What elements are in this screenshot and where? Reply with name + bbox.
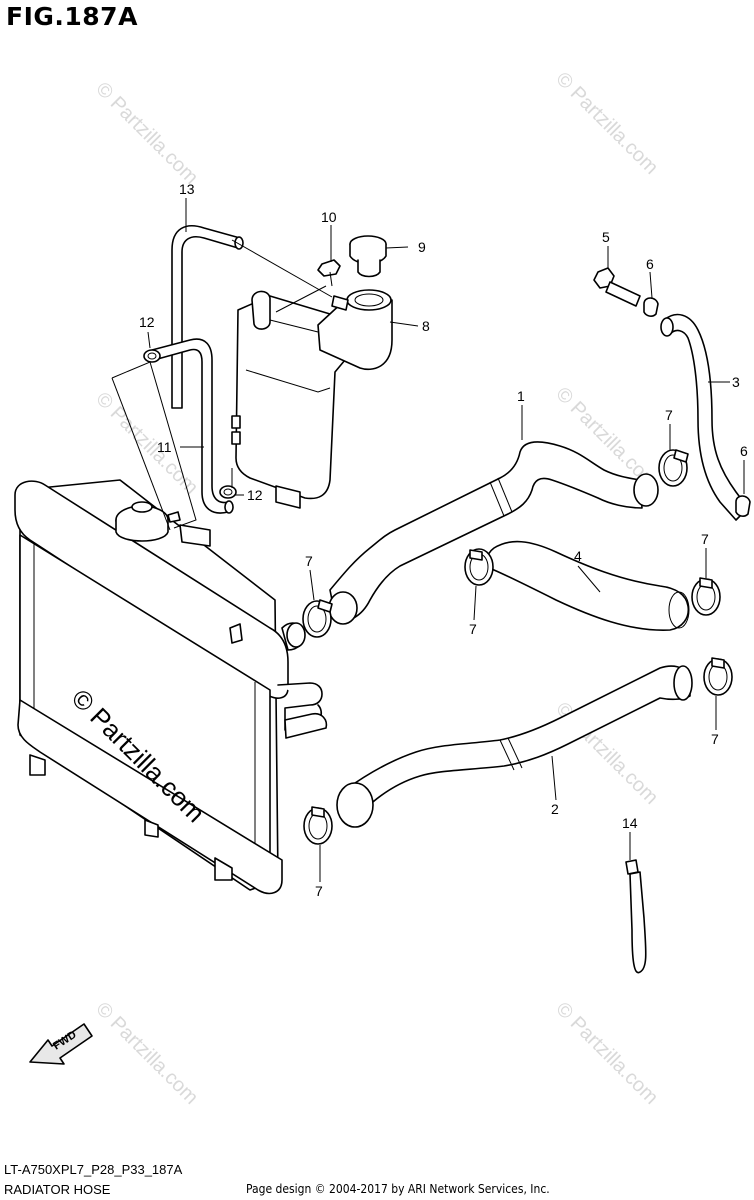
leader-lines xyxy=(111,198,745,882)
model-code: LT-A750XPL7_P28_P33_187A xyxy=(4,1162,183,1177)
hose-4 xyxy=(486,540,690,631)
clamp-6-upper xyxy=(643,297,659,317)
callout-4: 4 xyxy=(574,548,582,564)
callout-7-d: 7 xyxy=(701,531,709,547)
hose-2 xyxy=(336,665,693,828)
fwd-arrow: FWD xyxy=(29,1023,93,1065)
watermark-text: © Partzilla.com xyxy=(551,998,662,1109)
clamp-7-f xyxy=(303,806,333,845)
watermark-text: © Partzilla.com xyxy=(91,78,202,189)
radiator xyxy=(14,479,328,895)
callout-7-b: 7 xyxy=(665,407,673,423)
callout-1: 1 xyxy=(517,388,525,404)
callout-7-a: 7 xyxy=(305,553,313,569)
hose-1 xyxy=(328,441,659,625)
callout-3: 3 xyxy=(732,374,740,390)
reservoir-cap xyxy=(349,235,387,278)
callout-6-upper: 6 xyxy=(646,256,654,272)
clamp-12-lower xyxy=(219,485,237,499)
callout-14: 14 xyxy=(622,815,638,831)
clamp-7-e xyxy=(703,657,733,696)
callout-8: 8 xyxy=(422,318,430,334)
clamp-12-upper xyxy=(143,349,161,363)
clamp-7-d xyxy=(691,577,721,616)
hose-11 xyxy=(151,338,234,514)
callout-7-c: 7 xyxy=(469,621,477,637)
reservoir-tank xyxy=(231,289,393,509)
part-name: RADIATOR HOSE xyxy=(4,1182,111,1197)
callout-2: 2 xyxy=(551,801,559,817)
callout-10: 10 xyxy=(321,209,337,225)
hose-13 xyxy=(171,225,244,409)
clamp-7-b xyxy=(658,449,689,487)
watermark-text: © Partzilla.com xyxy=(551,68,662,179)
copyright-notice: Page design © 2004-2017 by ARI Network S… xyxy=(246,1182,550,1196)
clamp-7-a xyxy=(302,599,333,638)
callout-7-e: 7 xyxy=(711,731,719,747)
callout-12-lower: 12 xyxy=(247,487,263,503)
cable-tie-14 xyxy=(625,859,647,974)
clamp-7-c xyxy=(464,548,494,586)
callout-7-f: 7 xyxy=(315,883,323,899)
callout-11: 11 xyxy=(157,439,172,455)
figure-title: FIG.187A xyxy=(6,2,138,31)
fitting-5 xyxy=(593,267,641,307)
callout-9: 9 xyxy=(418,239,426,255)
callout-labels: 13 10 9 8 12 11 12 5 6 3 6 7 1 7 4 7 7 7… xyxy=(139,181,748,899)
callout-12-upper: 12 xyxy=(139,314,155,330)
callout-13: 13 xyxy=(179,181,195,197)
clamp-6-lower xyxy=(735,495,751,517)
callout-6-lower: 6 xyxy=(740,443,748,459)
bolt-10 xyxy=(317,259,341,287)
hose-3 xyxy=(660,313,749,521)
watermark-text: © Partzilla.com xyxy=(91,998,202,1109)
callout-5: 5 xyxy=(602,229,610,245)
